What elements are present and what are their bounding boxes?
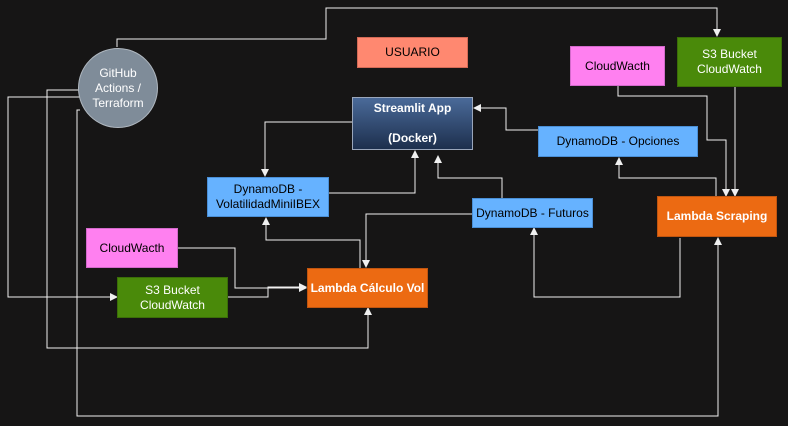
edge-github-to-lambda-scraping bbox=[76, 109, 722, 417]
edge-dynamo-opciones-to-streamlit bbox=[473, 104, 538, 131]
edge-dynamo-futuros-to-lambda-calculo bbox=[362, 213, 472, 268]
cloudwatch-top-label: CloudWacth bbox=[585, 58, 650, 73]
edge-lambda-scraping-to-dynamo-opciones bbox=[615, 157, 717, 197]
github-terraform-node[interactable]: GitHub Actions / Terraform bbox=[78, 48, 158, 128]
lambda-calculo-label: Lambda Cálculo Vol bbox=[310, 280, 425, 295]
edge-github-to-s3-top bbox=[116, 7, 721, 47]
dynamo-volatilidad-label: DynamoDB - VolatilidadMiniIBEX bbox=[215, 182, 321, 211]
s3-bucket-top-node[interactable]: S3 Bucket CloudWatch bbox=[677, 37, 782, 87]
lambda-scraping-node[interactable]: Lambda Scraping bbox=[657, 196, 777, 237]
streamlit-app-subtitle: (Docker) bbox=[388, 131, 437, 145]
dynamo-opciones-label: DynamoDB - Opciones bbox=[556, 134, 680, 148]
cloudwatch-left-label: CloudWacth bbox=[99, 240, 165, 255]
edge-streamlit-to-dynamo-volatilidad bbox=[261, 121, 352, 177]
edge-dynamo-futuros-to-streamlit bbox=[434, 155, 503, 198]
cloudwatch-top-node[interactable]: CloudWacth bbox=[570, 46, 665, 86]
s3-bucket-top-label: S3 Bucket CloudWatch bbox=[697, 47, 762, 76]
edge-dynamo-volatilidad-to-streamlit bbox=[329, 150, 419, 194]
edge-cloudwatch-top-to-lambda-scraping bbox=[617, 86, 730, 197]
edge-lambda-calculo-to-dynamo-volatilidad bbox=[262, 217, 361, 268]
edge-github-to-lambda-calculo bbox=[46, 89, 372, 349]
lambda-scraping-label: Lambda Scraping bbox=[666, 209, 768, 223]
github-terraform-label: GitHub Actions / Terraform bbox=[92, 65, 144, 110]
usuario-label: USUARIO bbox=[385, 45, 440, 59]
s3-bucket-left-label: S3 Bucket CloudWatch bbox=[140, 282, 205, 312]
dynamo-opciones-node[interactable]: DynamoDB - Opciones bbox=[538, 126, 698, 157]
s3-bucket-left-node[interactable]: S3 Bucket CloudWatch bbox=[117, 277, 228, 318]
dynamo-futuros-label: DynamoDB - Futuros bbox=[476, 205, 589, 220]
dynamo-volatilidad-node[interactable]: DynamoDB - VolatilidadMiniIBEX bbox=[207, 177, 329, 217]
edge-s3-left-to-lambda-calculo bbox=[228, 283, 307, 298]
streamlit-app-title: Streamlit App bbox=[373, 101, 452, 115]
usuario-node[interactable]: USUARIO bbox=[357, 37, 468, 68]
edge-cloudwatch-left-to-lambda-calculo bbox=[178, 247, 307, 292]
streamlit-app-node[interactable]: Streamlit App (Docker) bbox=[352, 97, 473, 150]
lambda-calculo-node[interactable]: Lambda Cálculo Vol bbox=[307, 268, 428, 308]
edge-lambda-scraping-to-dynamo-futuros bbox=[530, 227, 681, 298]
dynamo-futuros-node[interactable]: DynamoDB - Futuros bbox=[472, 198, 593, 228]
edge-github-to-s3-left bbox=[7, 96, 118, 301]
cloudwatch-left-node[interactable]: CloudWacth bbox=[86, 228, 178, 268]
